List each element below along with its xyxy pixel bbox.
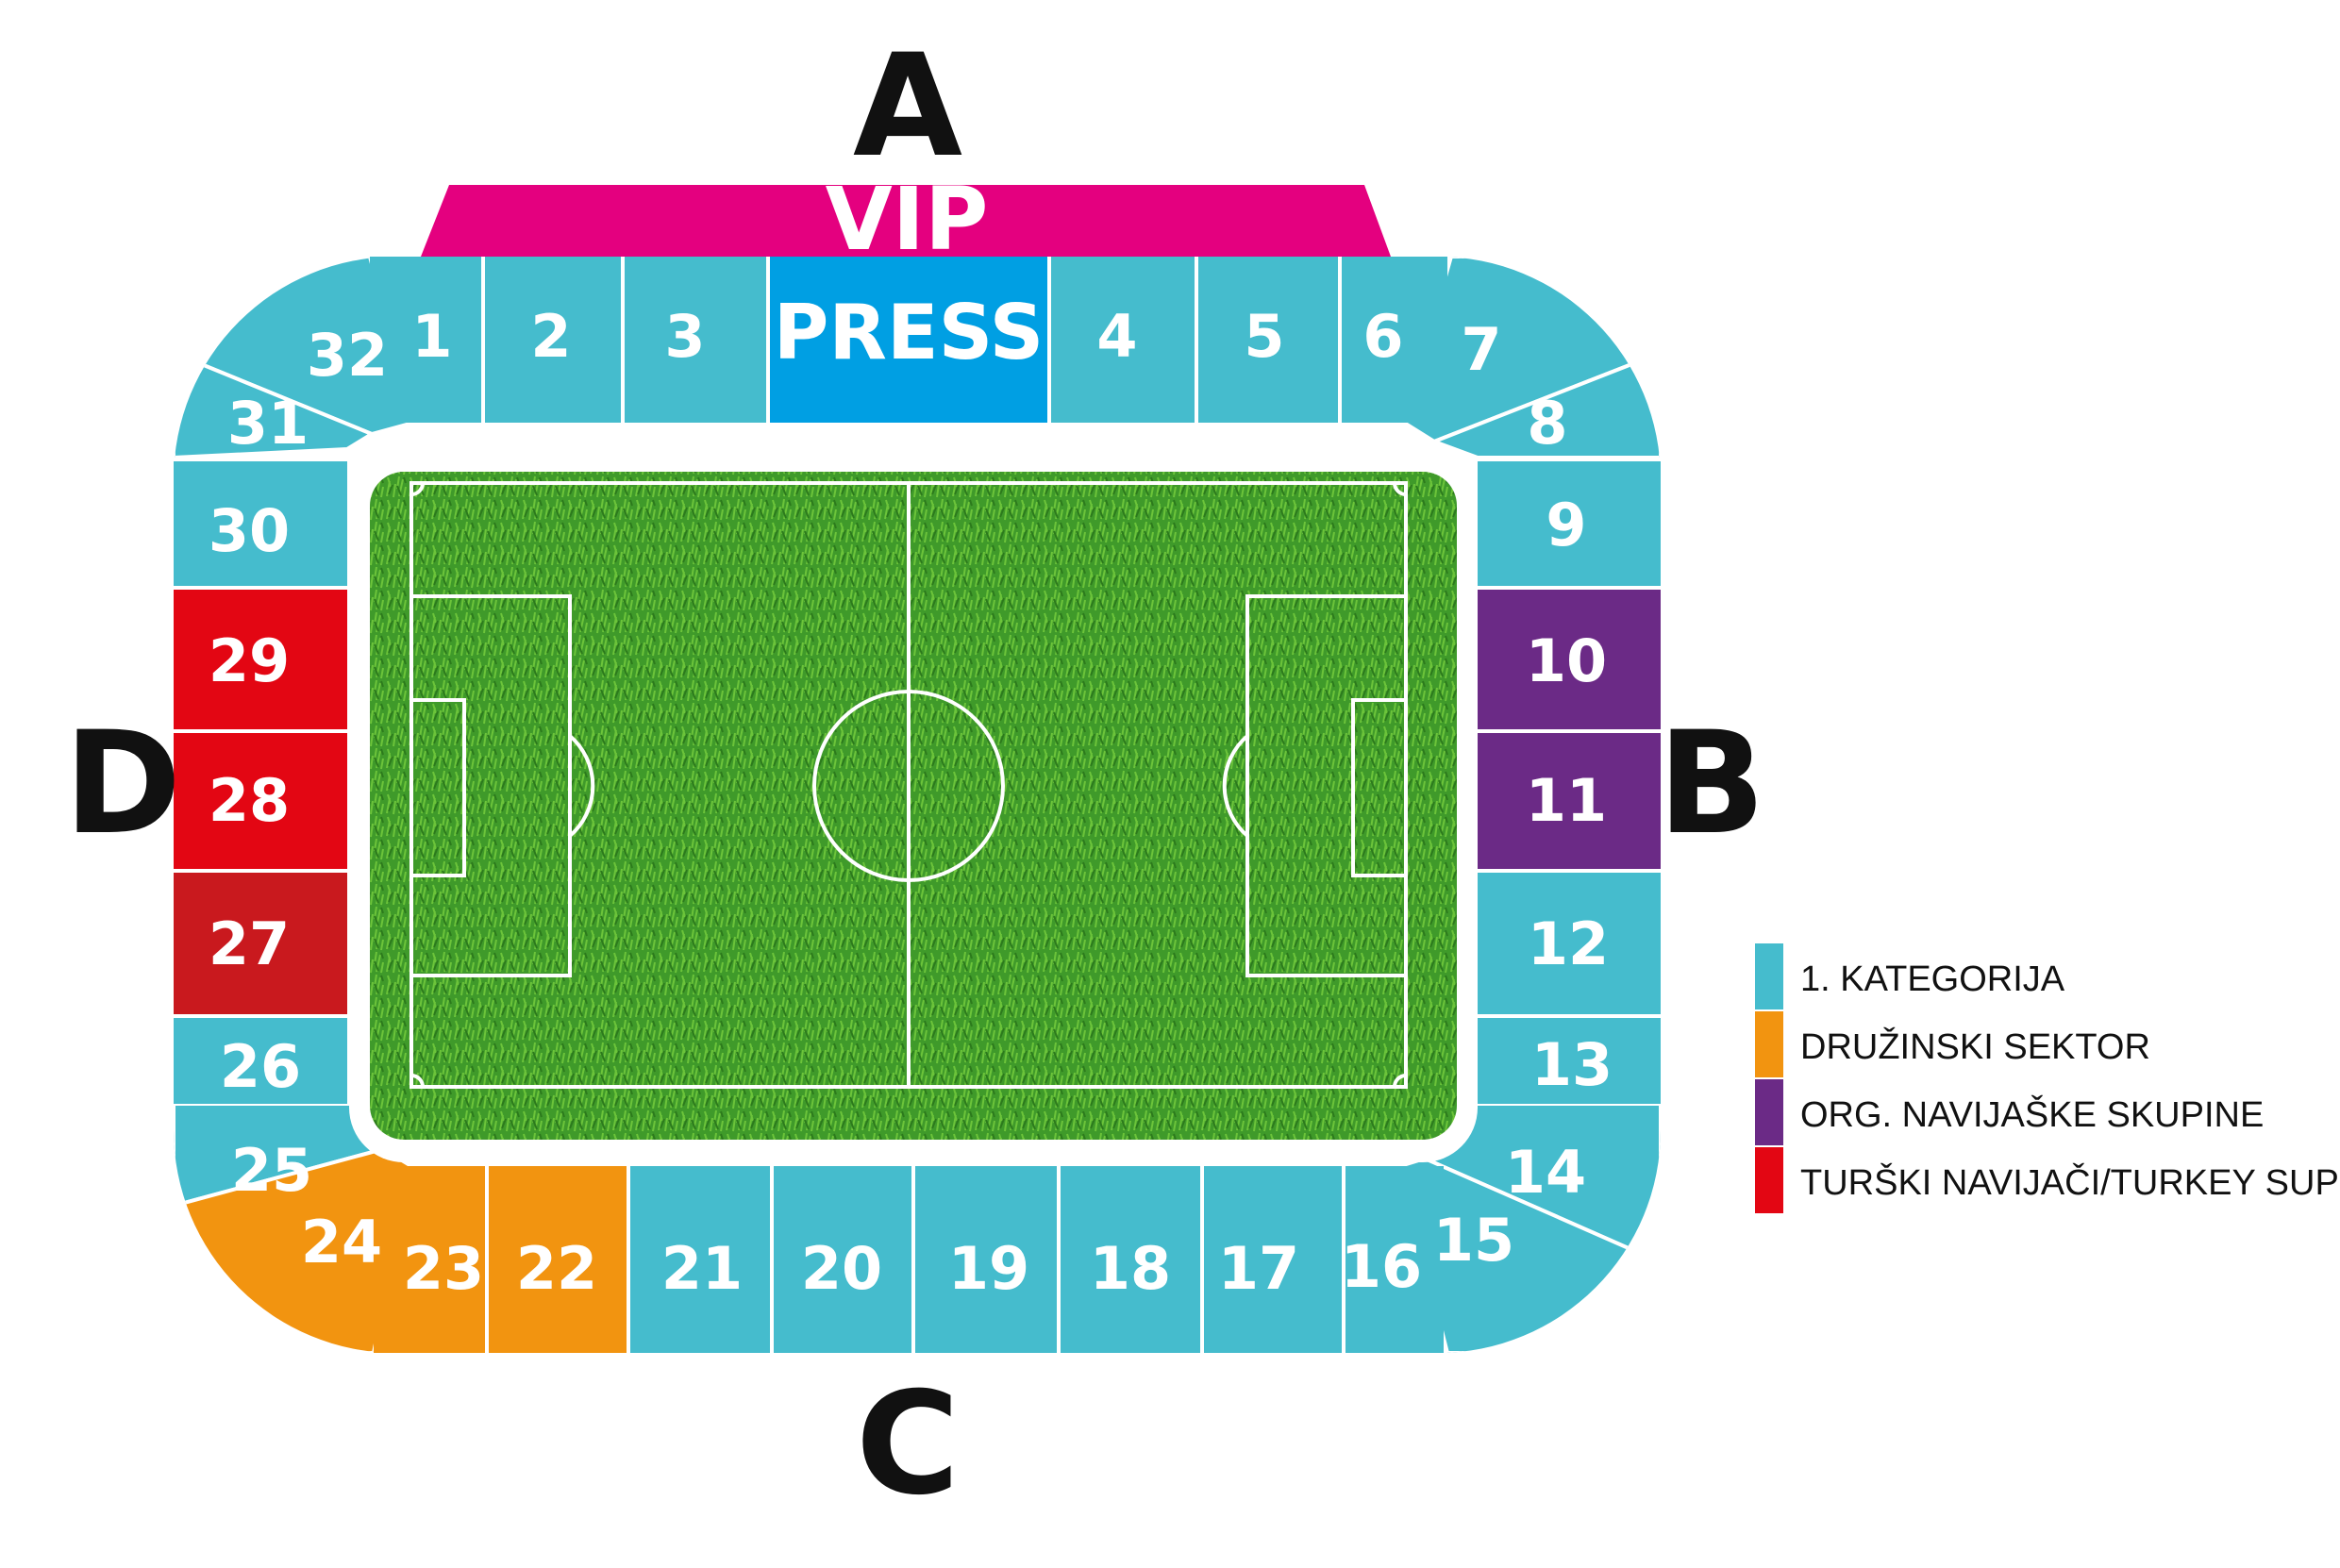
stand-label-b: B: [1658, 702, 1765, 866]
sector-18[interactable]: [1061, 1166, 1200, 1353]
legend-label-druzinski: DRUŽINSKI SEKTOR: [1800, 1026, 2150, 1067]
sector-label-24: 24: [301, 1208, 382, 1276]
sector-27[interactable]: [174, 873, 347, 1014]
sector-label-7: 7: [1461, 315, 1501, 384]
sector-28[interactable]: [174, 733, 347, 869]
sector-29[interactable]: [174, 590, 347, 729]
stand-a-sectors: [370, 257, 1447, 423]
stand-label-a: A: [853, 25, 962, 189]
sector-5[interactable]: [1198, 257, 1338, 423]
stand-c-sectors: [374, 1166, 1444, 1353]
sector-label-9: 9: [1546, 491, 1586, 559]
sector-label-30: 30: [209, 496, 290, 565]
sector-label-1: 1: [411, 302, 452, 371]
vip-label: VIP: [826, 169, 989, 270]
stand-label-c: C: [856, 1362, 960, 1526]
sector-2[interactable]: [485, 257, 621, 423]
sector-label-2: 2: [530, 302, 571, 371]
sector-label-6: 6: [1362, 302, 1403, 371]
sector-label-4: 4: [1096, 302, 1137, 371]
sector-label-5: 5: [1244, 302, 1284, 371]
vip-band[interactable]: [421, 185, 1391, 257]
legend-swatch-turski: [1755, 1147, 1783, 1213]
legend: 1. KATEGORIJA DRUŽINSKI SEKTOR ORG. NAVI…: [1755, 943, 2340, 1213]
legend-label-navijaske: ORG. NAVIJAŠKE SKUPINE: [1800, 1093, 2264, 1135]
stand-label-d: D: [64, 702, 182, 866]
sector-label-22: 22: [516, 1234, 597, 1303]
sector-label-26: 26: [220, 1032, 301, 1101]
sector-label-25: 25: [231, 1136, 312, 1205]
sector-4[interactable]: [1051, 257, 1195, 423]
sector-17[interactable]: [1204, 1166, 1342, 1353]
sector-label-17: 17: [1218, 1234, 1299, 1303]
sector-label-20: 20: [801, 1234, 882, 1303]
sector-label-32: 32: [307, 321, 388, 390]
sector-10[interactable]: [1478, 590, 1661, 729]
sector-22[interactable]: [489, 1166, 627, 1353]
sector-21[interactable]: [630, 1166, 770, 1353]
sector-label-19: 19: [948, 1234, 1029, 1303]
sector-6[interactable]: [1342, 257, 1447, 423]
sector-19[interactable]: [915, 1166, 1057, 1353]
sector-label-28: 28: [209, 766, 290, 835]
sector-label-11: 11: [1526, 766, 1607, 835]
sector-label-15: 15: [1433, 1206, 1514, 1275]
stand-b-sectors: [1478, 461, 1661, 1104]
sector-label-10: 10: [1526, 626, 1607, 695]
sector-11[interactable]: [1478, 733, 1661, 869]
sector-label-12: 12: [1528, 909, 1609, 978]
sector-31-corner[interactable]: [174, 350, 376, 460]
sector-13[interactable]: [1478, 1018, 1661, 1104]
sector-8-corner[interactable]: [1429, 350, 1661, 459]
sector-30[interactable]: [174, 461, 347, 586]
sector-23[interactable]: [374, 1166, 485, 1353]
sector-label-29: 29: [209, 626, 290, 695]
sector-9[interactable]: [1478, 461, 1661, 586]
press-label: PRESS: [774, 289, 1045, 376]
sector-label-27: 27: [209, 909, 290, 978]
pitch-markings: [410, 481, 1408, 1089]
legend-label-kategorija: 1. KATEGORIJA: [1800, 959, 2065, 999]
press-box[interactable]: [770, 257, 1047, 423]
sector-label-18: 18: [1090, 1234, 1171, 1303]
sector-label-13: 13: [1531, 1030, 1613, 1099]
sector-label-14: 14: [1505, 1138, 1586, 1207]
sector-label-23: 23: [403, 1234, 484, 1303]
sector-26[interactable]: [174, 1018, 347, 1104]
sector-20[interactable]: [774, 1166, 911, 1353]
legend-swatch-kategorija: [1755, 943, 1783, 1009]
sector-label-21: 21: [661, 1234, 743, 1303]
legend-swatch-druzinski: [1755, 1011, 1783, 1077]
stand-d-sectors: [174, 461, 347, 1104]
sector-1[interactable]: [370, 257, 481, 423]
sector-label-31: 31: [227, 389, 309, 458]
sector-16[interactable]: [1346, 1166, 1444, 1353]
sector-label-3: 3: [664, 302, 705, 371]
sector-label-8: 8: [1527, 389, 1567, 458]
pitch: [370, 472, 1457, 1140]
legend-label-turski: TURŠKI NAVIJAČI/TURKEY SUPPORTERS: [1800, 1161, 2340, 1203]
sector-3[interactable]: [625, 257, 766, 423]
sector-12[interactable]: [1478, 873, 1661, 1014]
legend-swatch-navijaske: [1755, 1079, 1783, 1145]
sector-label-16: 16: [1341, 1232, 1422, 1301]
